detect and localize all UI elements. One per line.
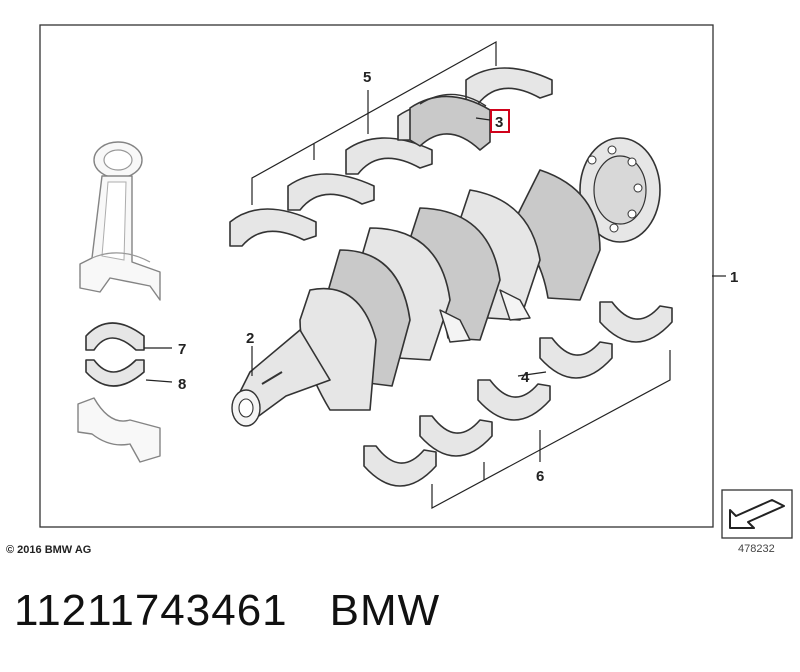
part-number: 11211743461 (14, 586, 288, 635)
copyright-text: © 2016 BMW AG (6, 544, 91, 556)
part-caption: 11211743461 BMW (14, 586, 440, 636)
thrust-bearing (409, 93, 491, 151)
callout-3-highlight[interactable] (490, 109, 510, 133)
callout-2[interactable]: 2 (246, 330, 254, 347)
conrod-bearing-lower (85, 359, 145, 387)
parts-diagram: 1 2 3 4 5 6 7 8 © 2016 BMW AG 478232 (6, 24, 793, 556)
conrod-bearing-cap (77, 397, 161, 463)
image-number: 478232 (738, 543, 775, 555)
conrod-bearing-upper (85, 322, 145, 351)
brand-name: BMW (329, 586, 441, 635)
connecting-rod (79, 141, 161, 301)
callout-8[interactable]: 8 (178, 376, 186, 393)
bracket-6 (431, 350, 671, 510)
next-page-button[interactable] (721, 489, 793, 539)
callout-6[interactable]: 6 (536, 468, 544, 485)
bracket-5 (251, 40, 497, 205)
callout-4[interactable]: 4 (521, 369, 530, 386)
arrow-icon (729, 499, 785, 529)
crankshaft (231, 137, 661, 427)
callout-3[interactable]: 3 (495, 114, 503, 131)
main-bearing-lower-shells (363, 301, 673, 487)
leader-lines (144, 117, 726, 383)
callout-7[interactable]: 7 (178, 341, 186, 358)
callout-1[interactable]: 1 (730, 269, 738, 286)
callout-5[interactable]: 5 (363, 69, 371, 86)
